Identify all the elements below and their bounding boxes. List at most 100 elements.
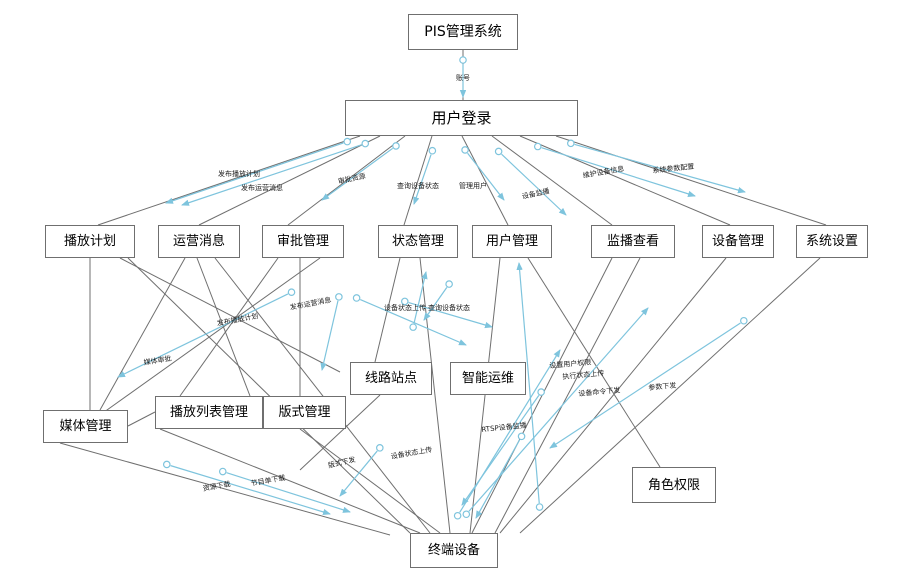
edge-source-dot: [459, 56, 467, 64]
node-approval[interactable]: 审批管理: [262, 225, 344, 258]
node-media[interactable]: 媒体管理: [43, 410, 128, 443]
node-label: 设备管理: [711, 234, 764, 249]
blue-arrow-connector: [170, 465, 331, 516]
edge-label: 查询设备状态: [397, 182, 439, 190]
gray-connector: [119, 257, 341, 373]
node-label: 终端设备: [427, 543, 480, 558]
node-role[interactable]: 角色权限: [632, 467, 716, 503]
blue-arrow-connector: [549, 322, 741, 449]
gray-connector: [179, 257, 279, 397]
gray-connector: [494, 257, 641, 534]
edge-source-dot: [400, 297, 409, 306]
edge-label: 发布运营消息: [241, 184, 283, 192]
blue-arrow-connector: [501, 153, 567, 216]
blue-arrow-connector: [320, 300, 339, 371]
edge-source-dot: [352, 294, 361, 302]
gray-connector: [519, 257, 821, 534]
blue-arrow-connector: [408, 301, 493, 329]
edge-source-dot: [376, 444, 384, 452]
blue-arrow-connector: [339, 450, 378, 497]
node-label: 媒体管理: [59, 419, 112, 434]
gray-connector: [99, 257, 321, 416]
edge-source-dot: [361, 139, 370, 148]
blue-arrow-connector: [475, 439, 521, 519]
blue-arrow-connector: [226, 472, 351, 513]
edge-source-dot: [335, 293, 343, 301]
edge-source-dot: [461, 146, 469, 154]
node-label: PIS管理系统: [424, 24, 502, 40]
edge-source-dot: [428, 146, 437, 155]
edge-source-dot: [517, 432, 526, 441]
edge-source-dot: [162, 460, 171, 469]
node-playplan[interactable]: 播放计划: [45, 225, 135, 258]
blue-arrow-connector: [541, 147, 696, 197]
node-label: 角色权限: [647, 477, 700, 493]
node-label: 线路站点: [364, 371, 417, 386]
gray-connector: [159, 428, 421, 534]
gray-connector: [419, 257, 451, 534]
blue-arrow-connector: [321, 147, 394, 201]
node-pis[interactable]: PIS管理系统: [408, 14, 518, 50]
node-playlist[interactable]: 播放列表管理: [155, 396, 263, 429]
node-label: 版式管理: [278, 405, 331, 420]
edge-label: 设备状态上传: [384, 304, 426, 312]
gray-connector: [555, 135, 827, 226]
edge-source-dot: [409, 323, 417, 331]
edge-source-dot: [533, 142, 542, 151]
edge-label: 账号: [456, 74, 470, 82]
node-label: 用户管理: [485, 234, 538, 249]
node-label: 播放计划: [63, 234, 116, 249]
node-label: 智能运维: [461, 371, 514, 386]
gray-connector: [461, 135, 509, 226]
gray-edges: [59, 50, 827, 536]
edge-source-dot: [392, 142, 400, 150]
node-smartops[interactable]: 智能运维: [450, 362, 526, 395]
node-label: 审批管理: [276, 234, 329, 249]
gray-connector: [198, 135, 381, 226]
node-terminal[interactable]: 终端设备: [410, 533, 498, 568]
edge-source-dot: [537, 388, 545, 396]
node-label: 用户登录: [431, 108, 492, 127]
edge-label: 查询设备状态: [428, 304, 470, 312]
gray-connector: [97, 135, 361, 226]
node-opmsg[interactable]: 运营消息: [158, 225, 240, 258]
edge-source-dot: [287, 288, 296, 296]
gray-connector: [287, 135, 406, 226]
edge-source-dot: [494, 147, 503, 156]
node-monitor[interactable]: 监播查看: [591, 225, 675, 258]
node-device[interactable]: 设备管理: [702, 225, 774, 258]
edge-label: 发布播放计划: [218, 170, 260, 178]
blue-arrow-connector: [413, 271, 428, 324]
blue-arrow-connector: [117, 293, 289, 378]
blue-arrow-connector: [467, 152, 505, 201]
node-lines[interactable]: 线路站点: [350, 362, 432, 395]
gray-connector: [374, 257, 401, 363]
gray-connector: [403, 135, 433, 226]
edge-source-dot: [343, 137, 352, 146]
blue-arrow-connector: [165, 142, 344, 204]
node-label: 系统设置: [805, 234, 858, 249]
edge-source-dot: [445, 280, 453, 288]
gray-connector: [59, 442, 391, 536]
blue-arrow-connector: [181, 144, 362, 206]
blue-arrow-connector: [516, 262, 540, 504]
node-layout[interactable]: 版式管理: [263, 396, 346, 429]
edge-source-dot: [567, 139, 575, 148]
gray-connector: [299, 394, 381, 471]
blue-arrow-connector: [360, 299, 467, 346]
node-syssetting[interactable]: 系统设置: [796, 225, 868, 258]
gray-connector: [469, 257, 501, 534]
node-user[interactable]: 用户管理: [472, 225, 552, 258]
blue-arrow-connector: [574, 143, 746, 194]
edge-source-dot: [740, 316, 748, 325]
node-label: 播放列表管理: [169, 405, 248, 420]
gray-connector: [127, 411, 156, 427]
node-status[interactable]: 状态管理: [378, 225, 458, 258]
node-login[interactable]: 用户登录: [345, 100, 578, 136]
gray-connector: [99, 257, 186, 411]
gray-connector: [127, 257, 411, 534]
blue-arrow-connector: [468, 307, 649, 512]
edge-source-dot: [462, 510, 471, 519]
